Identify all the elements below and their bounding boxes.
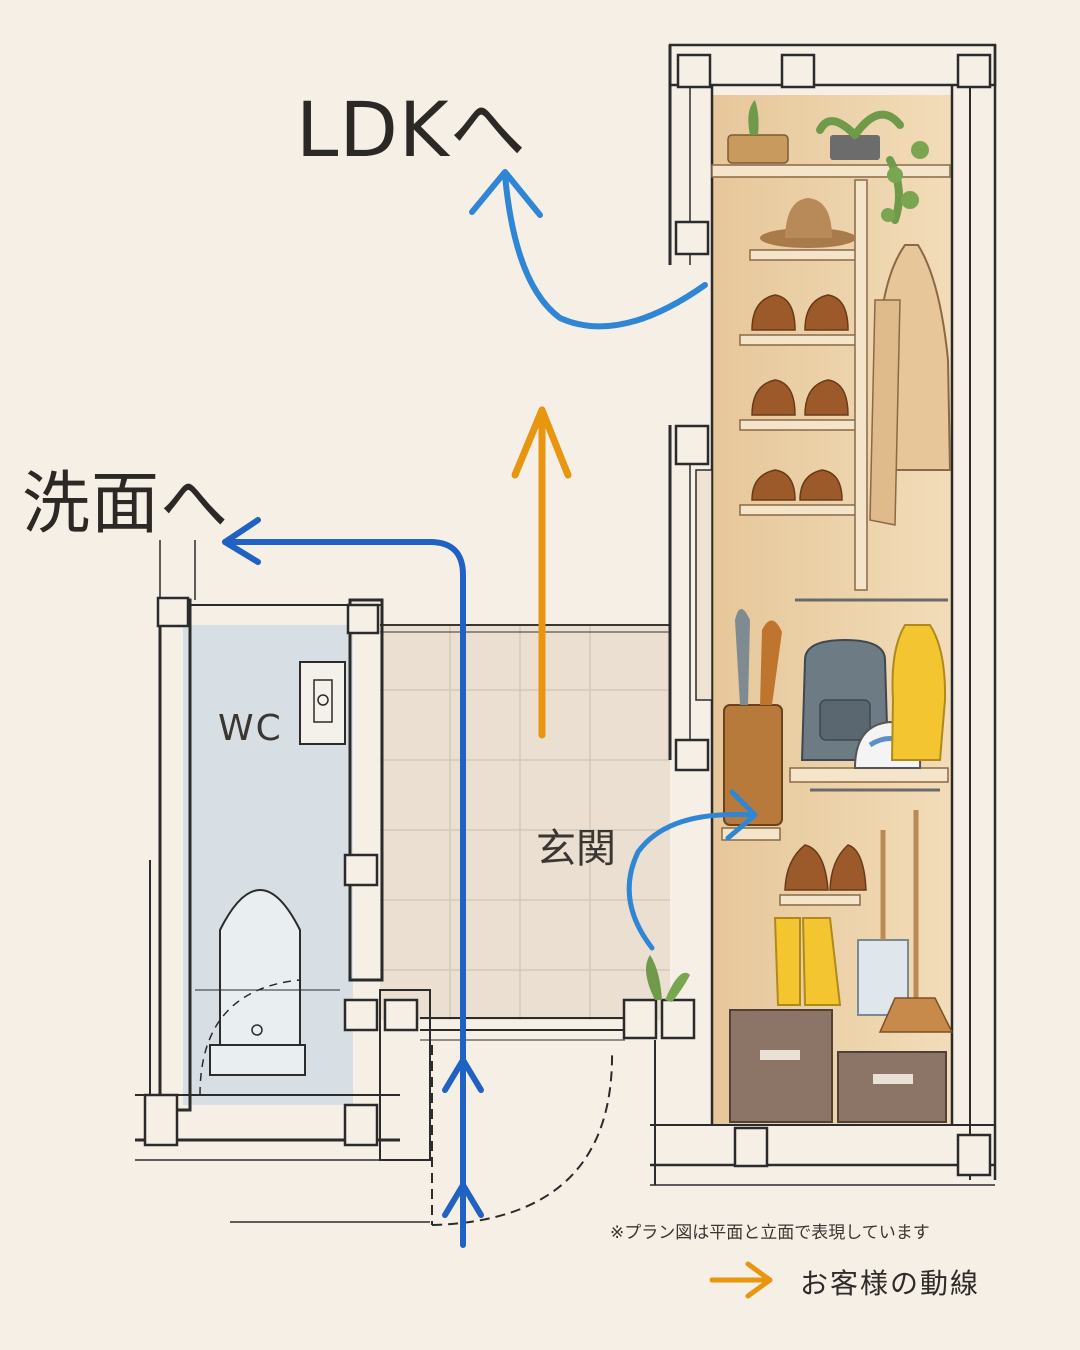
guest-route-arrow	[511, 406, 572, 739]
shoe-storage	[622, 43, 997, 1186]
family-route-storage-arrow	[626, 789, 758, 951]
family-route-arrow	[222, 517, 484, 1248]
plan-note: ※プラン図は平面と立面で表現しています	[610, 1223, 930, 1243]
entrance-door	[230, 1017, 625, 1226]
ldk-destination-label: LDKへ	[296, 85, 527, 174]
wc-room	[135, 540, 431, 1161]
legend-arrow-icon	[709, 1261, 773, 1299]
washroom-destination-label: 洗面へ	[22, 465, 230, 544]
genkan-floor	[380, 624, 670, 1020]
genkan-room-label: 玄関	[536, 826, 616, 872]
family-route-ldk-arrow	[469, 169, 708, 330]
wc-room-label: WC	[218, 708, 283, 749]
guest-route-legend-label: お客様の動線	[800, 1267, 981, 1300]
